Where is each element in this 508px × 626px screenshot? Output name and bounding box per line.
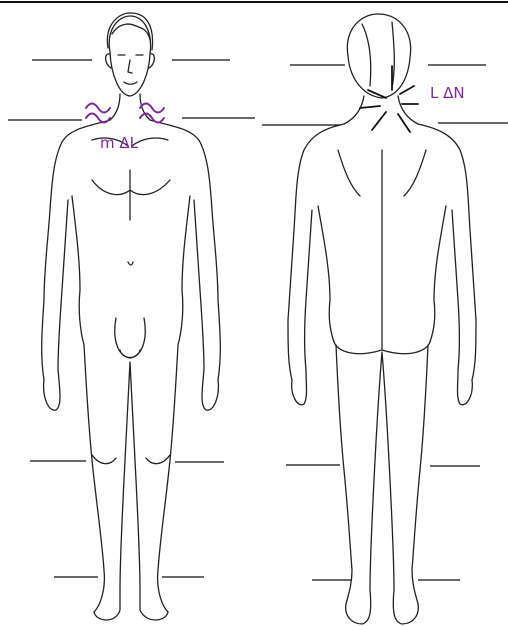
front-hair [107, 13, 152, 50]
squiggle-mark-left [86, 104, 110, 123]
human-front-figure [42, 13, 221, 620]
back-annotation-text: L ΔN [430, 84, 465, 102]
front-torso-sides [72, 196, 190, 345]
back-shoulder-blades [338, 150, 426, 300]
front-torso-outline [42, 120, 221, 380]
front-annotation-text: m ΔL [100, 134, 139, 152]
back-buttocks [334, 300, 430, 354]
front-knees [92, 455, 170, 464]
front-legs [84, 345, 178, 612]
front-annotation-marks: m ΔL [86, 104, 164, 153]
human-back-figure [288, 14, 476, 624]
back-label-lines [262, 65, 508, 580]
front-neck [110, 94, 150, 120]
front-face [118, 55, 143, 84]
back-hair-lines [362, 22, 394, 88]
front-genitals [115, 318, 145, 358]
back-feet [346, 590, 419, 624]
back-head [347, 14, 410, 98]
back-hands [292, 370, 473, 405]
back-legs [336, 345, 428, 604]
radiating-star-mark [360, 66, 418, 132]
front-feet [94, 590, 168, 620]
front-chest [92, 170, 170, 265]
